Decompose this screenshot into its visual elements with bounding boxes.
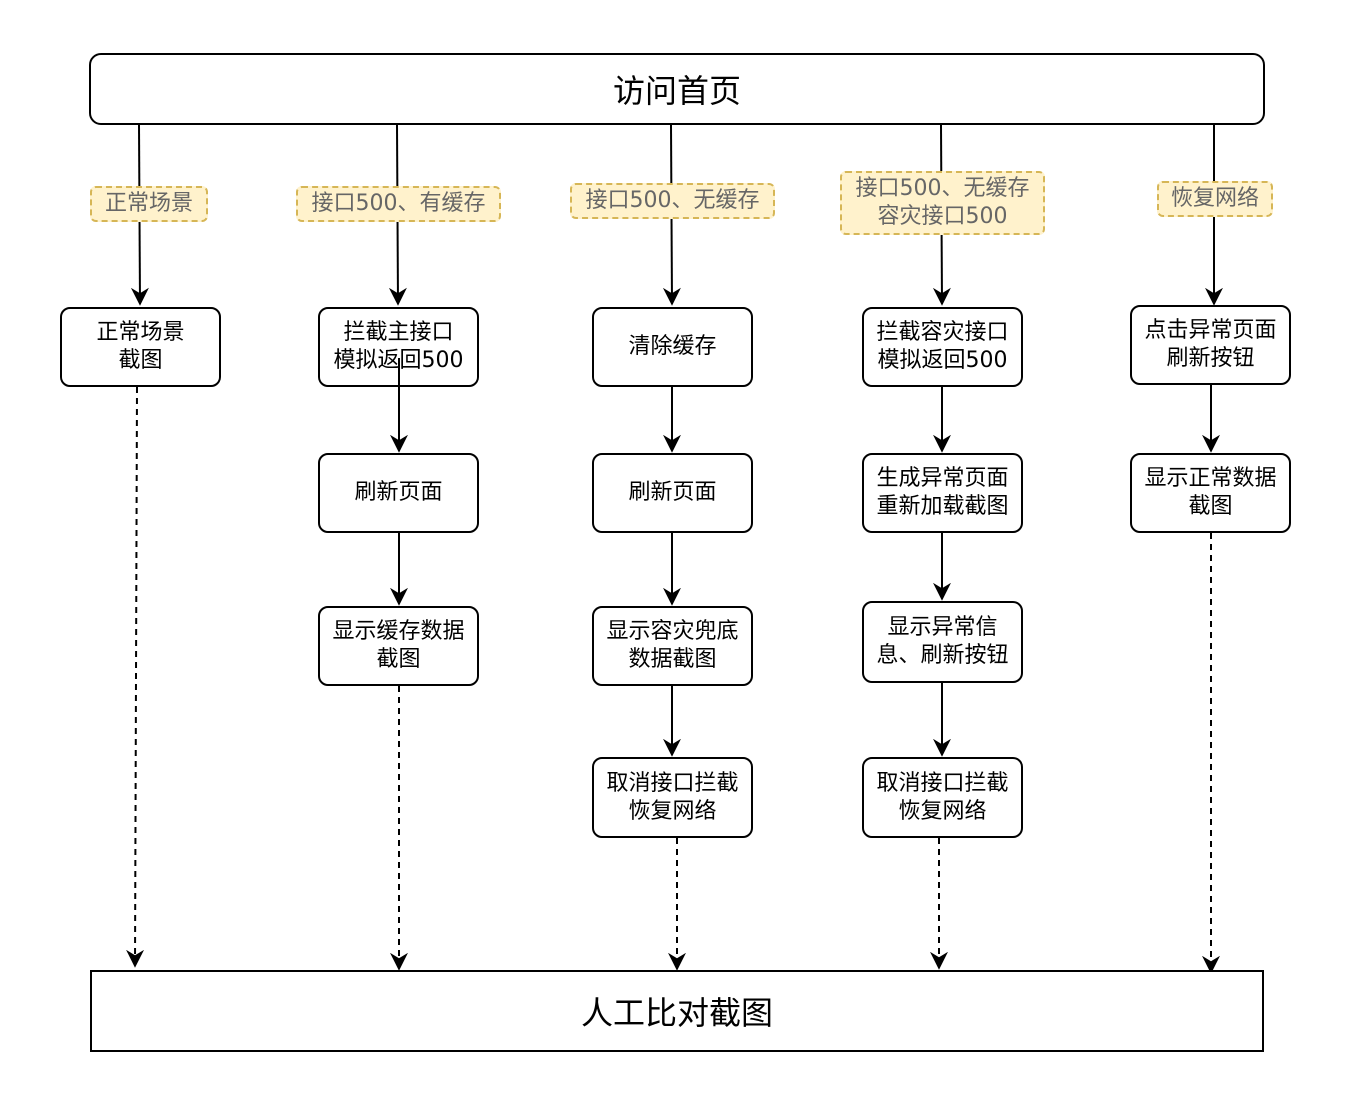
step-b4-3: 显示异常信 息、刷新按钮 (862, 601, 1023, 683)
step-b2-2: 刷新页面 (318, 453, 479, 533)
step-b1-1: 正常场景 截图 (60, 307, 221, 387)
step-b5-1: 点击异常页面 刷新按钮 (1130, 305, 1291, 385)
condition-label-b2: 接口500、有缓存 (296, 186, 501, 222)
step-b4-4-label: 取消接口拦截 恢复网络 (876, 770, 1009, 824)
step-b2-1-label: 拦截主接口 模拟返回500 (333, 320, 464, 373)
step-b3-1-label: 清除缓存 (628, 334, 717, 359)
step-b1-1-label: 正常场景 截图 (96, 320, 185, 373)
start-node: 访问首页 (89, 53, 1265, 125)
step-b3-3: 显示容灾兜底 数据截图 (592, 606, 753, 686)
step-b3-4-label: 取消接口拦截 恢复网络 (606, 770, 739, 824)
step-b4-2: 生成异常页面 重新加载截图 (862, 453, 1023, 533)
condition-label-b3: 接口500、无缓存 (570, 183, 775, 219)
step-b3-4: 取消接口拦截 恢复网络 (592, 757, 753, 838)
step-b4-1-label: 拦截容灾接口 模拟返回500 (876, 320, 1009, 373)
step-b4-1: 拦截容灾接口 模拟返回500 (862, 307, 1023, 387)
step-b3-1: 清除缓存 (592, 307, 753, 387)
step-b5-1-label: 点击异常页面 刷新按钮 (1144, 318, 1277, 371)
step-b2-3-label: 显示缓存数据 截图 (332, 619, 465, 672)
condition-label-b1: 正常场景 (90, 186, 208, 222)
step-b2-1: 拦截主接口 模拟返回500 (318, 307, 479, 387)
condition-label-b5: 恢复网络 (1157, 181, 1273, 217)
step-b4-3-label: 显示异常信 息、刷新按钮 (876, 615, 1009, 668)
edge-b1-end (126, 386, 145, 968)
step-b2-3: 显示缓存数据 截图 (318, 606, 479, 686)
condition-label-b4: 接口500、无缓存 容灾接口500 (840, 171, 1045, 235)
end-node: 人工比对截图 (90, 970, 1264, 1052)
step-b2-2-label: 刷新页面 (354, 480, 443, 505)
step-b4-2-label: 生成异常页面 重新加载截图 (876, 466, 1009, 519)
end-node-label: 人工比对截图 (580, 994, 773, 1032)
step-b4-4: 取消接口拦截 恢复网络 (862, 757, 1023, 838)
step-b5-2: 显示正常数据 截图 (1130, 453, 1291, 533)
step-b3-3-label: 显示容灾兜底 数据截图 (606, 619, 739, 672)
step-b5-2-label: 显示正常数据 截图 (1144, 466, 1277, 519)
start-node-label: 访问首页 (612, 72, 741, 110)
step-b3-2-label: 刷新页面 (628, 480, 717, 505)
step-b3-2: 刷新页面 (592, 453, 753, 533)
